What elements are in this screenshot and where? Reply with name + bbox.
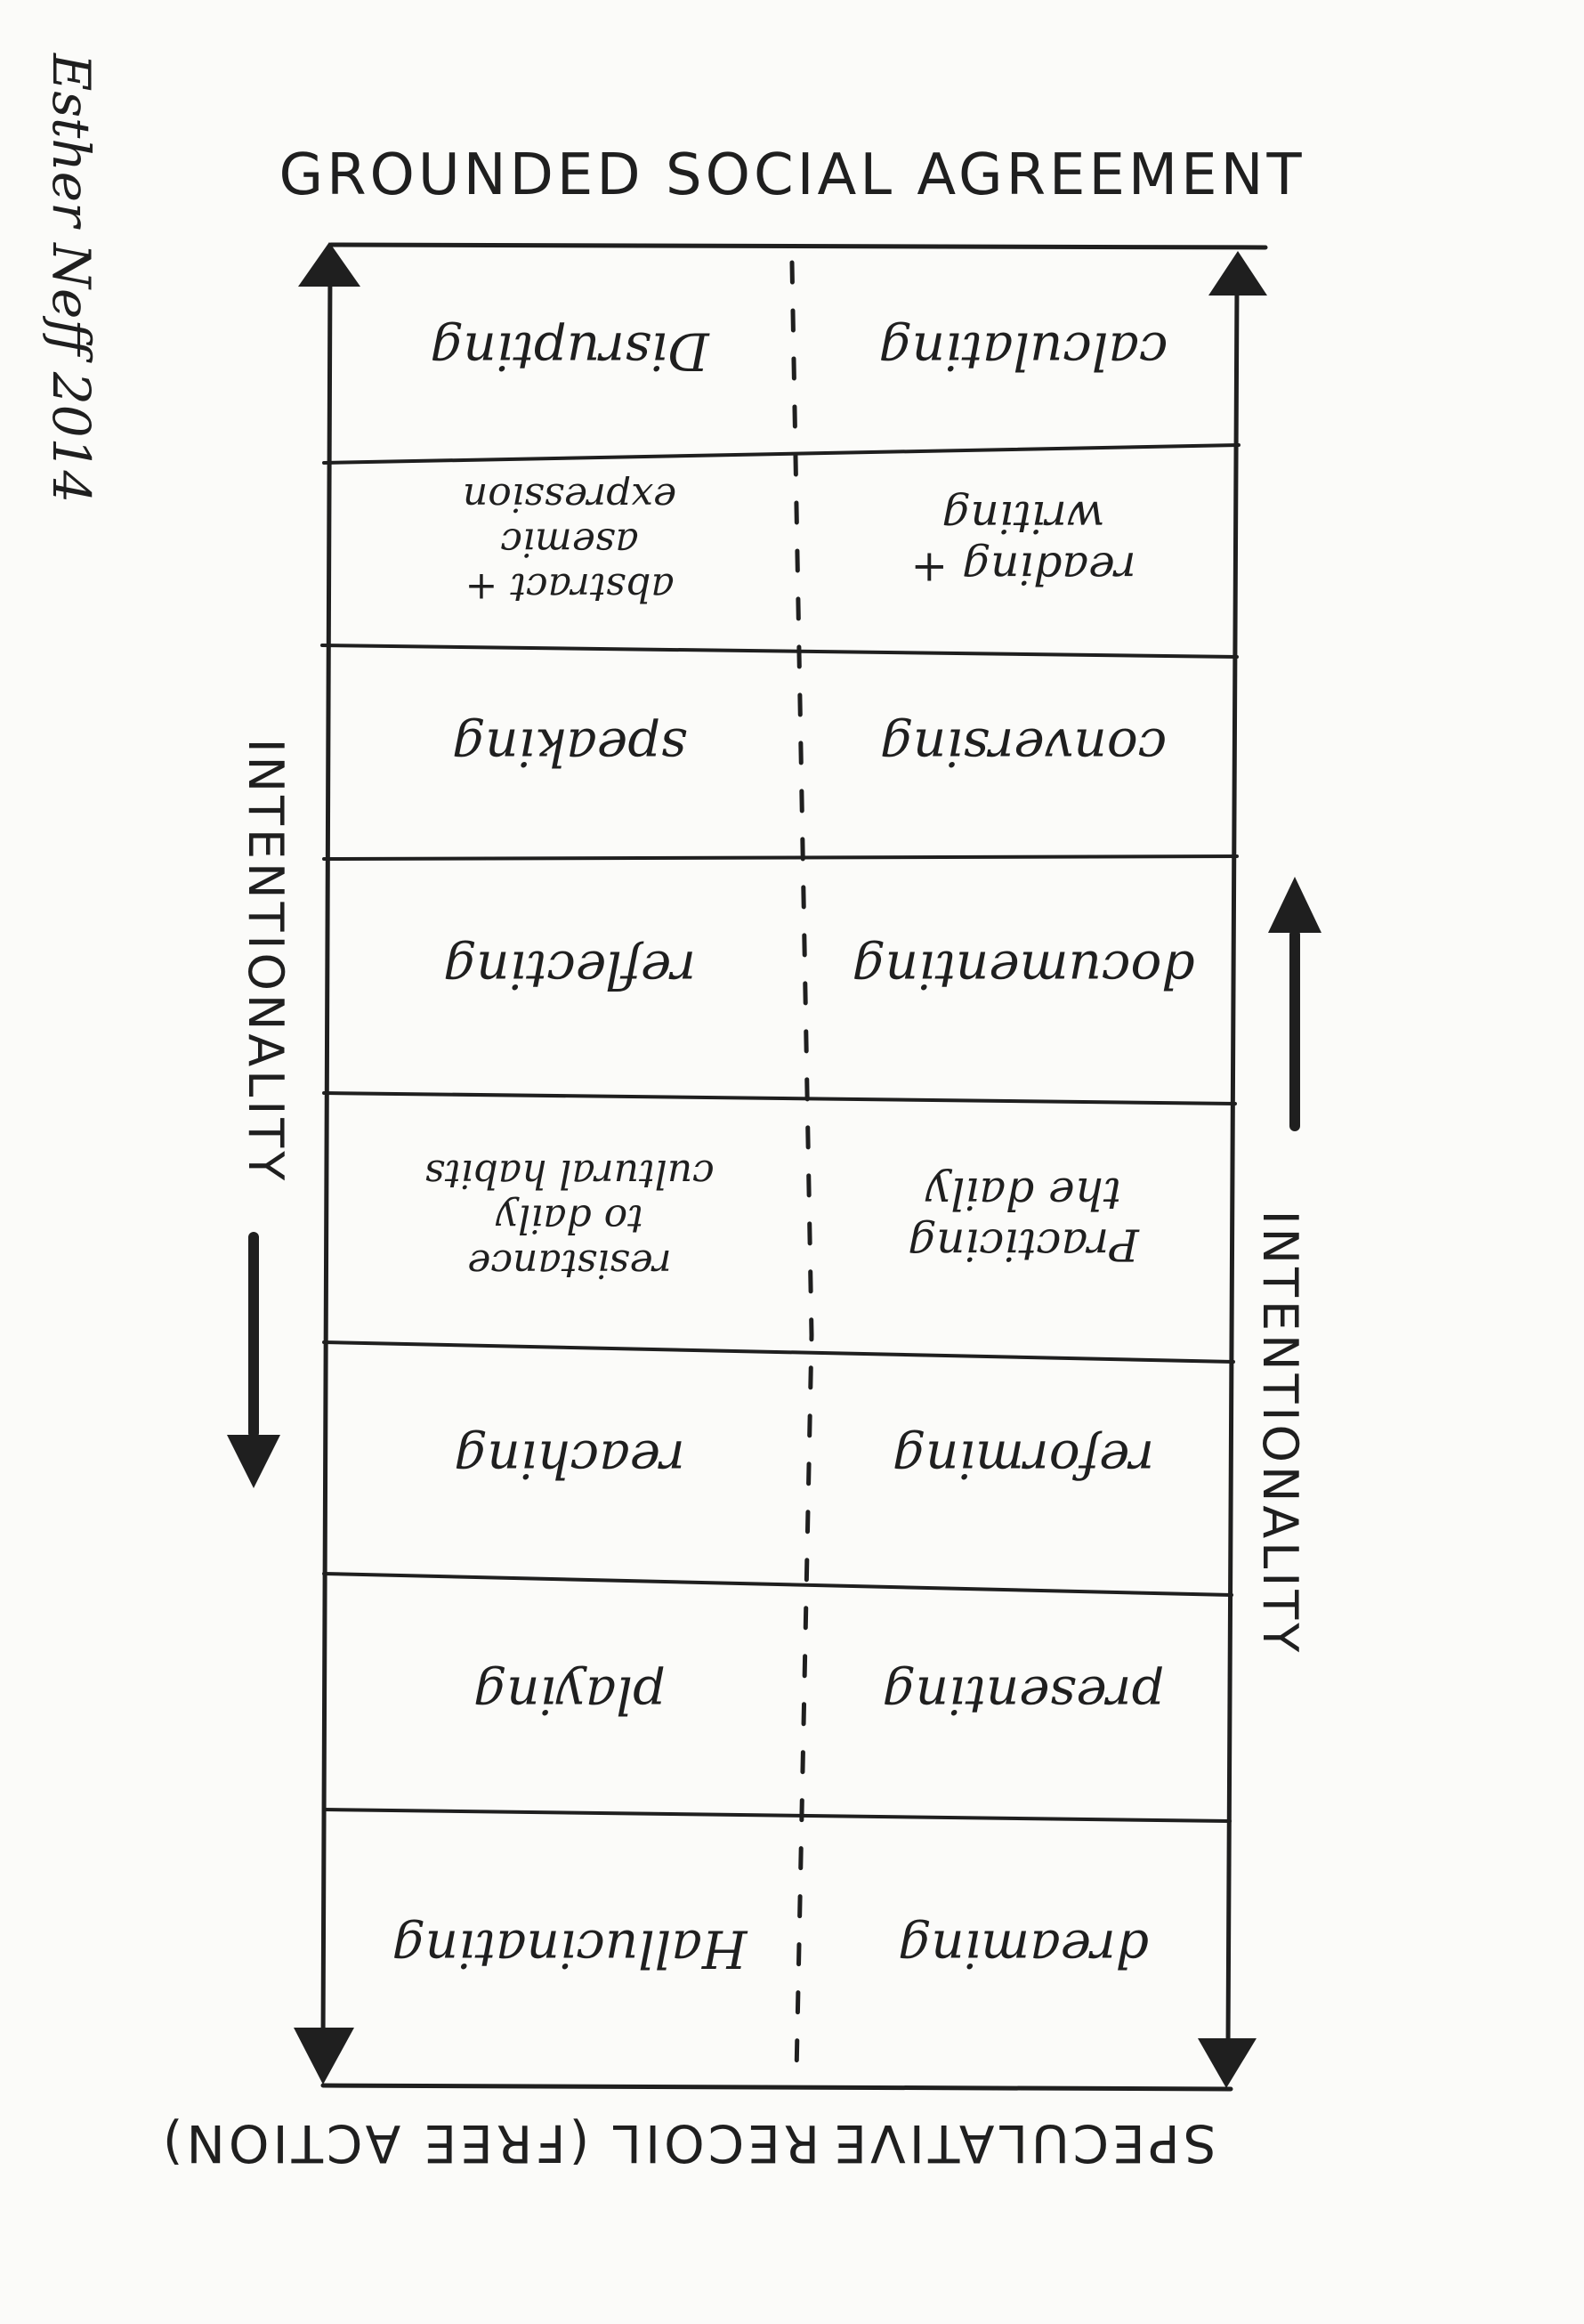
cell-right-row-7: presenting: [883, 1665, 1165, 1726]
cell-left-row-5-line-3: cultural habits: [424, 1151, 714, 1196]
cell-right-row-4-line-1: documenting: [853, 940, 1195, 1000]
bottom-right-arrow-icon: [1198, 2038, 1257, 2088]
cell-right-row-2: reading +writing: [910, 491, 1135, 595]
cell-left-row-5-line-2: to daily: [495, 1196, 643, 1242]
frame-bottom: [320, 2083, 1233, 2092]
cell-right-row-7-line-1: presenting: [883, 1665, 1165, 1726]
cell-left-row-6: reaching: [454, 1429, 685, 1490]
cell-right-row-3-line-1: conversing: [880, 717, 1167, 778]
bottom-heading-left: RECOIL (FREE ACTION): [159, 2113, 820, 2174]
cell-left-row-4-line-1: reflecting: [443, 940, 696, 1000]
cell-left-row-7-line-1: playing: [473, 1665, 666, 1726]
bottom-left-arrow-icon: [294, 2028, 354, 2085]
signature: Esther Neff 2014: [41, 53, 101, 503]
top-left-arrow-icon: [298, 242, 360, 287]
cell-left-row-3: speaking: [452, 717, 687, 778]
axis-label-left: INTENTIONALITY: [238, 739, 294, 1185]
cell-left-row-6-line-1: reaching: [454, 1429, 685, 1490]
cell-right-row-8-line-1: dreaming: [898, 1919, 1149, 1980]
cell-left-row-2-line-2: asemic: [500, 520, 638, 565]
cell-left-row-2-line-1: abstract +: [465, 564, 674, 610]
cell-right-row-3: conversing: [880, 717, 1167, 778]
cell-left-row-2-line-3: expression: [463, 474, 676, 520]
cell-left-row-8: Hallucinating: [392, 1919, 748, 1980]
cell-left-row-5-line-1: resistance: [467, 1241, 671, 1286]
cell-right-row-5-line-1: Practicing: [908, 1219, 1140, 1270]
diagram-cells: Disrupting calculating abstract +asemicexp…: [392, 321, 1195, 1980]
cell-left-row-3-line-1: speaking: [452, 717, 687, 778]
frame-top: [328, 242, 1268, 250]
axis-label-right: INTENTIONALITY: [1252, 1211, 1308, 1656]
cell-right-row-6: reforming: [893, 1429, 1154, 1490]
cell-right-row-2-line-1: reading +: [910, 542, 1135, 594]
cell-right-row-2-line-2: writing: [942, 491, 1105, 543]
right-axis-arrow-icon: [1268, 877, 1321, 933]
cell-left-row-1-line-1: Disrupting: [430, 321, 709, 382]
row-dividers: [320, 443, 1241, 1823]
top-heading: GROUNDED SOCIAL AGREEMENT: [279, 142, 1305, 208]
cell-right-row-8: dreaming: [898, 1919, 1149, 1980]
top-right-arrow-icon: [1208, 251, 1267, 296]
cell-left-row-8-line-1: Hallucinating: [392, 1919, 748, 1980]
cell-right-row-5-line-2: the daily: [925, 1168, 1121, 1219]
cell-left-row-1: Disrupting: [430, 321, 709, 382]
cell-right-row-4: documenting: [853, 940, 1195, 1000]
left-axis-arrow-icon: [227, 1435, 280, 1488]
frame-left-arrow-line: [320, 263, 333, 2050]
frame-right-arrow-line: [1225, 280, 1240, 2050]
center-dashed-divider: [789, 260, 814, 2077]
cell-right-row-6-line-1: reforming: [893, 1429, 1154, 1490]
cell-right-row-1-line-1: calculating: [879, 321, 1168, 382]
cell-right-row-1: calculating: [879, 321, 1168, 382]
bottom-heading-right: SPECULATIVE: [830, 2113, 1216, 2174]
cell-left-row-7: playing: [473, 1665, 666, 1726]
cell-left-row-4: reflecting: [443, 940, 696, 1000]
